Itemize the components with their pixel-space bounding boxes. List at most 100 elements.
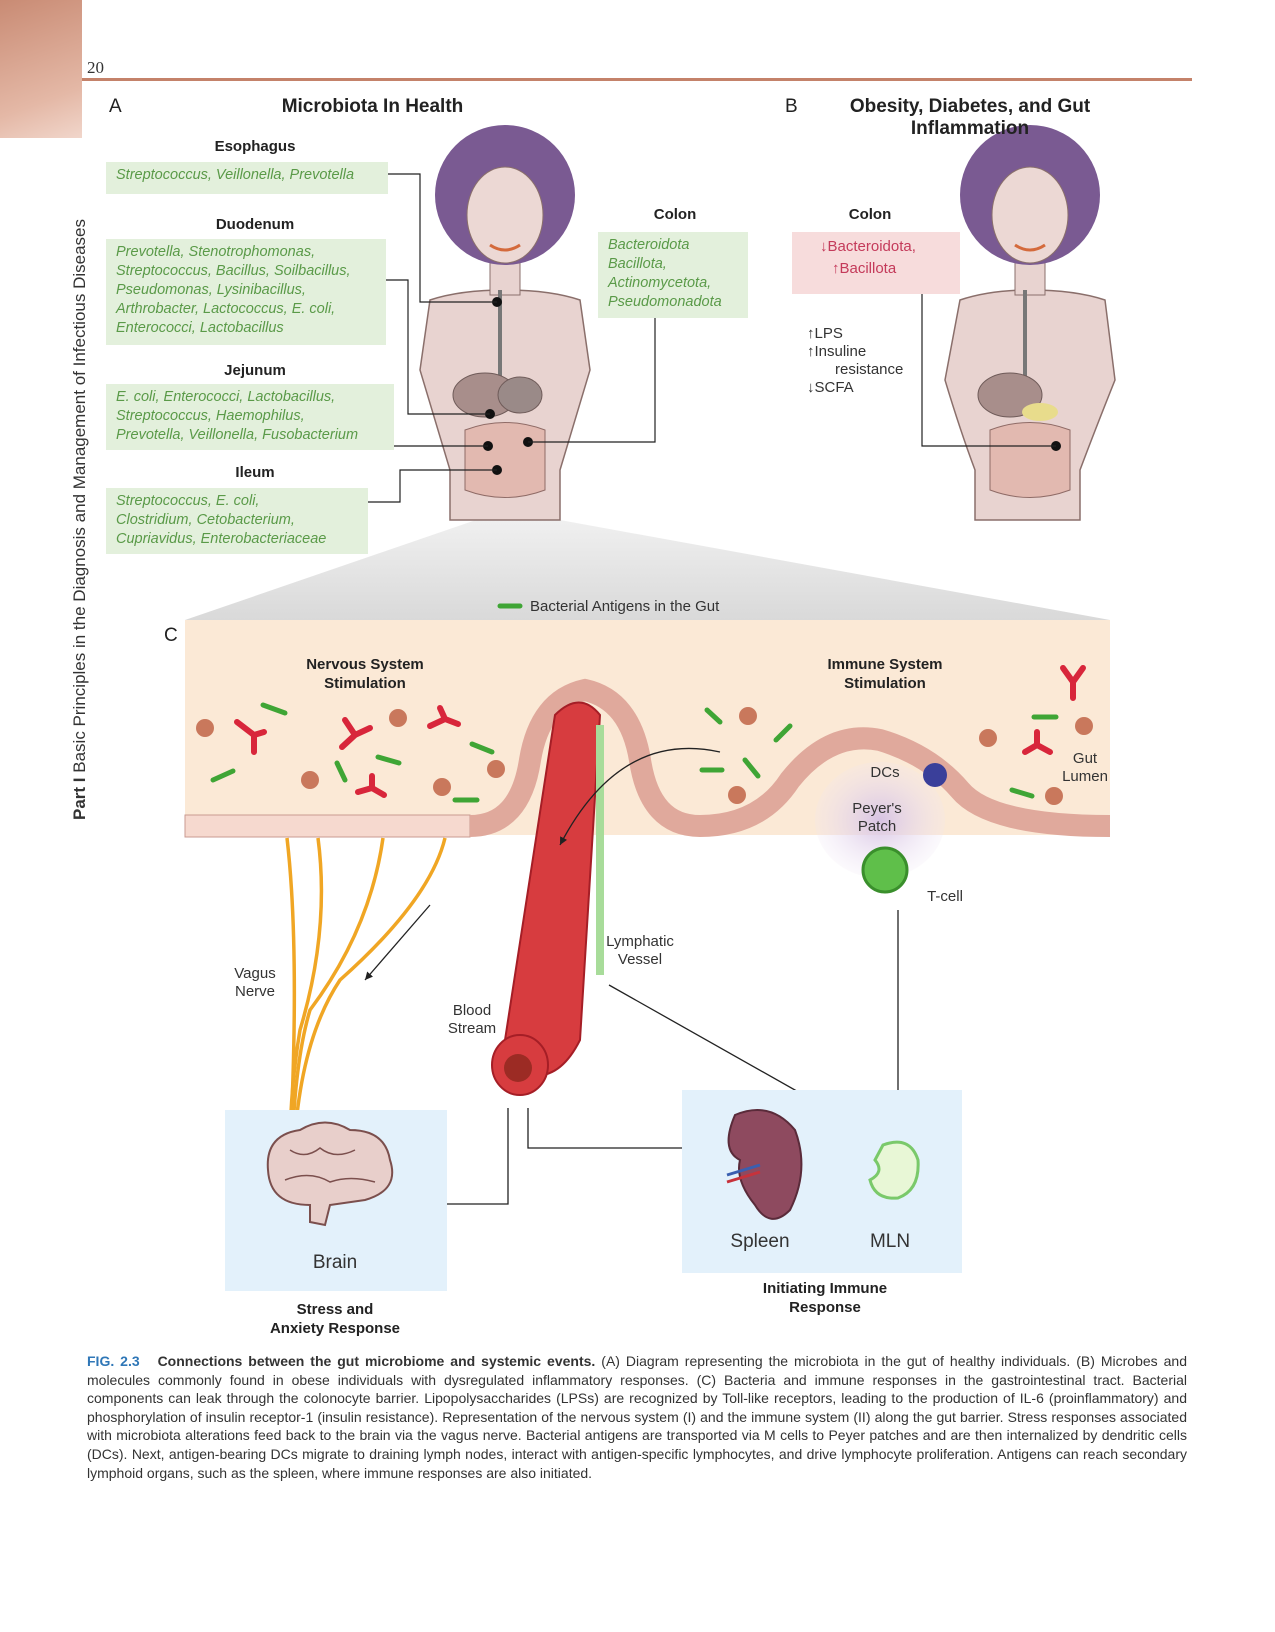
stress-line: Anxiety Response [269, 1320, 401, 1337]
epithelium-left [184, 814, 471, 838]
stress-response-label: Stress and Anxiety Response [240, 1300, 430, 1338]
panel-b-letter: B [785, 96, 798, 117]
jejunum-label: Jejunum [224, 362, 286, 379]
stress-line: Stress and [296, 1301, 374, 1318]
gut-lumen-line: Gut [1072, 750, 1098, 767]
panel-b-title-line: Obesity, Diabetes, and Gut [849, 96, 1091, 117]
colon-line: Pseudomonadota [608, 294, 722, 310]
mln-illustration [868, 1140, 920, 1200]
vagus-line: Nerve [234, 983, 275, 1000]
mln-label: MLN [869, 1231, 911, 1252]
panel-a-title: Microbiota In Health [281, 96, 464, 117]
antigen-rods [210, 603, 1059, 803]
lymph-line: Vessel [617, 951, 663, 968]
figure-caption: FIG. 2.3 Connections between the gut mic… [87, 1352, 1187, 1482]
colon-line: Actinomycetota, [608, 275, 712, 291]
colon-line: Bacteroidota [608, 237, 690, 253]
vagus-nerve-label: Vagus Nerve [225, 965, 285, 1001]
gut-lumen-line: Lumen [1062, 768, 1108, 785]
ileum-box: Streptococcus, E. coli, Clostridium, Cet… [106, 488, 368, 554]
body-figure-obese [944, 125, 1116, 521]
body-figure-healthy [419, 125, 591, 521]
vagus-nerve [285, 837, 447, 1151]
effect-insulin: ↑Insuline [807, 343, 867, 360]
jejunum-line: E. coli, Enterococci, Lactobacillus, [116, 389, 336, 405]
obesity-effects: ↑LPS ↑Insuline resistance ↓SCFA [807, 325, 927, 397]
jejunum-box: E. coli, Enterococci, Lactobacillus, Str… [106, 384, 394, 450]
nervous-system-label: Nervous System Stimulation [280, 655, 450, 693]
ileum-line: Clostridium, Cetobacterium, [116, 512, 295, 528]
brain-label: Brain [312, 1252, 358, 1273]
peyers-patch-label: Peyer's Patch [842, 800, 912, 836]
colon-label-b: Colon [848, 206, 892, 223]
peyers-line: Peyer's [852, 800, 902, 817]
duodenum-line: Arthrobacter, Lactococcus, E. coli, [116, 301, 336, 317]
duodenum-line: Pseudomonas, Lysinibacillus, [116, 282, 306, 298]
ileum-line: Streptococcus, E. coli, [116, 493, 260, 509]
figure-label: FIG. 2.3 [87, 1353, 140, 1369]
blood-stream-label: Blood Stream [442, 1002, 502, 1038]
esophagus-box: Streptococcus, Veillonella, Prevotella [106, 162, 388, 194]
peyer-epithelium [699, 727, 1111, 837]
immune-resp-line: Response [789, 1299, 861, 1316]
panel-b-title-line: Inflammation [910, 118, 1030, 139]
colon-line: Bacillota, [608, 256, 667, 272]
colon-label-a: Colon [653, 206, 697, 223]
panel-b-title: Obesity, Diabetes, and Gut Inflammation [820, 96, 1120, 140]
duodenum-line: Streptococcus, Bacillus, Soilbacillus, [116, 263, 351, 279]
immune-line: Stimulation [844, 675, 926, 692]
blood-line: Blood [452, 1002, 492, 1019]
tcell-circle [861, 846, 909, 894]
lps-molecules [234, 665, 1086, 798]
zoom-funnel [185, 510, 1110, 620]
spleen-label: Spleen [730, 1231, 790, 1252]
duodenum-label: Duodenum [215, 216, 295, 233]
jejunum-line: Prevotella, Veillonella, Fusobacterium [116, 427, 359, 443]
nervous-line: Nervous System [306, 656, 424, 673]
immune-response-label: Initiating Immune Response [735, 1279, 915, 1317]
figure-title: Connections between the gut microbiome a… [157, 1353, 596, 1369]
duodenum-box: Prevotella, Stenotrophomonas, Streptococ… [106, 239, 386, 345]
colon-b-line: ↑Bacillota [832, 260, 897, 277]
esophagus-label: Esophagus [214, 138, 296, 155]
immune-resp-line: Initiating Immune [762, 1280, 888, 1297]
colon-b-line: ↓Bacteroidota, [820, 238, 916, 255]
header-rule [82, 78, 1192, 81]
immune-system-label: Immune System Stimulation [800, 655, 970, 693]
colon-box-b: ↓Bacteroidota, ↑Bacillota [792, 232, 960, 294]
jejunum-line: Streptococcus, Haemophilus, [116, 408, 305, 424]
villus-epithelium [469, 678, 701, 837]
dcs-label: DCs [870, 764, 900, 781]
lymphatic-vessel-label: Lymphatic Vessel [600, 933, 680, 969]
panel-a-letter: A [109, 96, 122, 117]
colon-box-a: Bacteroidota Bacillota, Actinomycetota, … [598, 232, 748, 318]
effect-resistance: resistance [835, 361, 904, 378]
tcell-label: T-cell [927, 888, 963, 905]
blood-line: Stream [447, 1020, 497, 1037]
vagus-line: Vagus [234, 965, 276, 982]
flow-arrows [364, 747, 902, 1208]
bacteria-dots [196, 707, 1093, 805]
dendritic-cell [923, 763, 947, 787]
peyers-line: Patch [857, 818, 897, 835]
peyers-patch [815, 762, 945, 878]
lymph-line: Lymphatic [606, 933, 674, 950]
spleen-illustration [727, 1109, 803, 1220]
panel-c-letter: C [164, 625, 178, 646]
ileum-label: Ileum [235, 464, 275, 481]
duodenum-line: Enterococci, Lactobacillus [116, 320, 284, 336]
immune-line: Immune System [827, 656, 943, 673]
antigen-legend: Bacterial Antigens in the Gut [530, 598, 720, 615]
page-number: 20 [87, 58, 104, 77]
effect-scfa: ↓SCFA [807, 379, 854, 396]
nervous-line: Stimulation [324, 675, 406, 692]
caption-text: (A) Diagram representing the microbiota … [87, 1353, 1187, 1481]
ileum-line: Cupriavidus, Enterobacteriaceae [116, 531, 327, 547]
effect-lps: ↑LPS [807, 325, 843, 342]
brain-illustration [266, 1121, 394, 1227]
duodenum-line: Prevotella, Stenotrophomonas, [116, 244, 316, 260]
gut-lumen-label: Gut Lumen [1055, 750, 1115, 786]
leader-line-b [921, 286, 1056, 447]
corner-tab [0, 0, 82, 138]
